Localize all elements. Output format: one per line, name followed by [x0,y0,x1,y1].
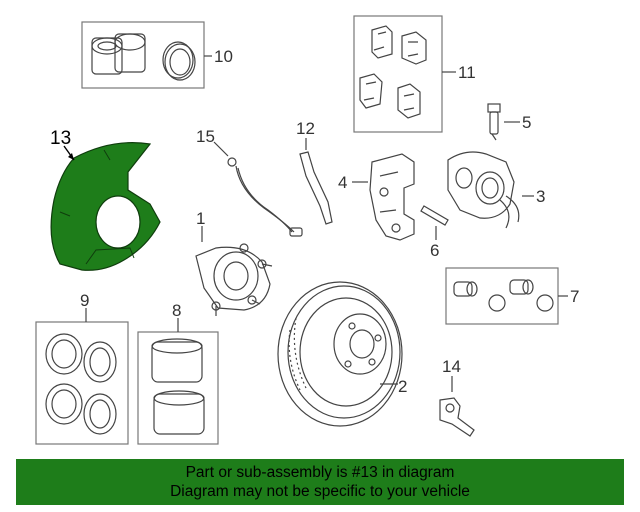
part-7-seal-kit[interactable] [445,267,568,325]
part-4-caliper-bracket[interactable] [352,153,415,241]
exploded-parts-diagram: 1 2 3 4 5 6 7 8 9 10 11 12 13 14 15 [35,15,579,445]
callout-2: 2 [398,377,407,396]
part-9-seal-rings[interactable] [35,308,129,445]
info-banner: Part or sub-assembly is #13 in diagram D… [16,459,624,505]
part-12-hose-bracket[interactable] [299,138,333,225]
part-8-caliper-pistons[interactable] [137,318,219,445]
callout-5: 5 [522,113,531,132]
callout-9: 9 [80,291,89,310]
callout-11: 11 [458,63,476,82]
callout-6: 6 [430,241,439,260]
callout-15: 15 [196,127,215,146]
callout-14: 14 [442,357,461,376]
part-2-brake-rotor[interactable] [277,281,403,427]
part-15-sensor-wire[interactable] [213,141,303,237]
part-3-caliper[interactable] [447,151,534,229]
part-13-dust-shield[interactable] [50,142,161,271]
banner-line-part: Part or sub-assembly is #13 in diagram [185,464,455,481]
part-11-brake-pads[interactable] [353,15,456,133]
part-1-wheel-hub[interactable] [195,226,273,316]
callout-8: 8 [172,301,181,320]
callout-10: 10 [214,47,233,66]
callout-4: 4 [338,173,347,192]
part-14-speed-sensor[interactable] [439,376,475,437]
part-5-bleeder-screw[interactable] [487,103,520,141]
callout-13: 13 [50,128,71,149]
part-6-guide-pin[interactable] [420,205,449,240]
callout-7: 7 [570,287,579,306]
callout-12: 12 [296,119,315,138]
part-10-piston-seals[interactable] [81,21,212,89]
callout-1: 1 [196,209,205,228]
banner-line-disclaimer: Diagram may not be specific to your vehi… [170,483,470,500]
callout-3: 3 [536,187,545,206]
